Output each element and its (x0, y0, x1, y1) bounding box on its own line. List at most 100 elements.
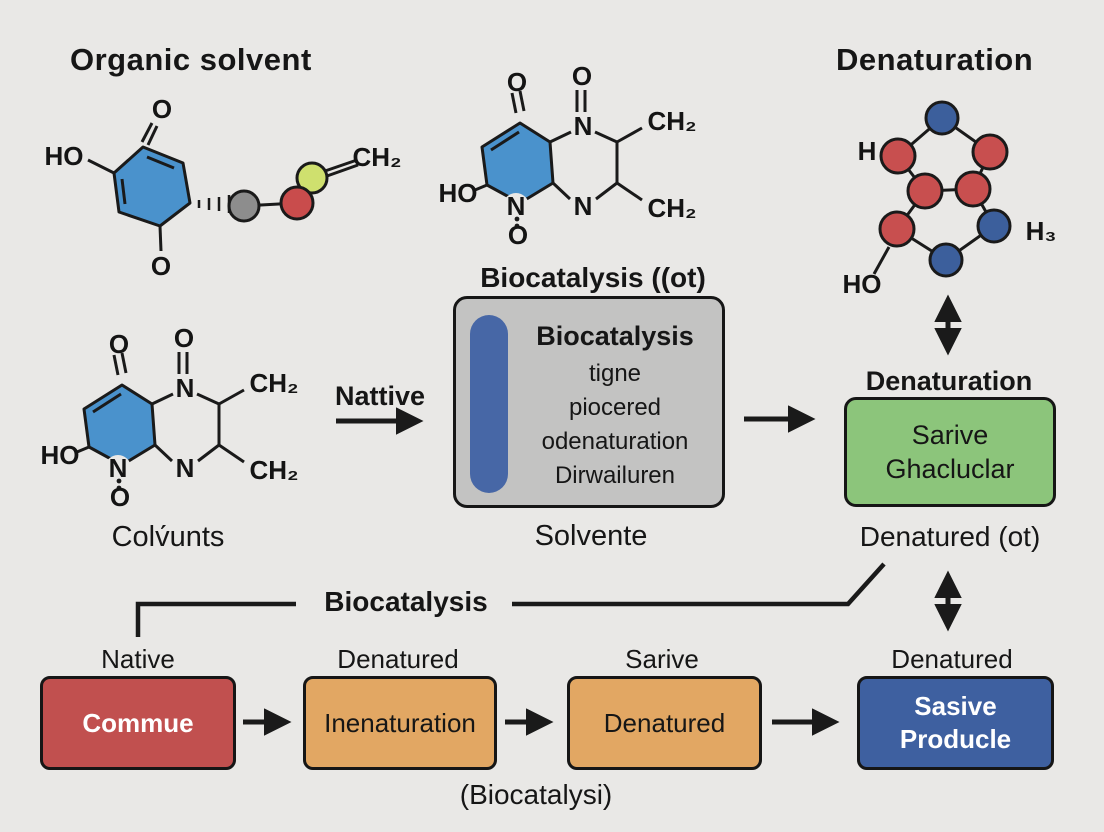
atom-label-ch2: CH₂ (249, 455, 298, 485)
caption-biocatalysis-ot: Biocatalysis ((ot) (480, 262, 706, 293)
red-sphere (954, 170, 992, 208)
atom-label-ho: HO (843, 269, 882, 299)
double-bond (510, 92, 518, 114)
caption-solvente: Solvente (534, 520, 648, 552)
green-box-line: Ghacluclar (885, 454, 1015, 484)
atom-label-ch2: CH₂ (249, 368, 298, 398)
solvent-box-line: piocered (568, 394, 662, 421)
atom-label-ho: HO (439, 178, 478, 208)
double-bond (326, 163, 359, 178)
solvent-box: Biocatalysis tigne piocered odenaturatio… (453, 296, 725, 508)
bond (218, 388, 245, 406)
atom-label-n: N (176, 453, 195, 483)
label-halo (105, 455, 131, 481)
atom-label-o: O (508, 220, 528, 250)
molecule-bicyclic-top: O O N CH₂ CH₂ N N O HO (439, 61, 697, 250)
connector-right-diagonal (512, 562, 886, 607)
double-bond (324, 158, 358, 173)
molecule-organic-solvent: O HO O CH₂ (45, 94, 402, 281)
double-bond-inner (120, 178, 127, 205)
blue-sphere (928, 242, 964, 278)
flow-step-label: Sarive (625, 644, 699, 674)
bond (146, 125, 159, 146)
bond (153, 443, 174, 463)
connector-left-elbow (135, 601, 296, 637)
flow-step-label: Native (101, 644, 175, 674)
solvent-box-line: odenaturation (541, 428, 689, 455)
bond (549, 130, 572, 144)
double-bond-inner (92, 392, 122, 414)
label-biocatalysis-connector: Biocatalysis (324, 586, 488, 617)
flow-step-label: Denatured (337, 644, 459, 674)
box-text-line: Sasive (914, 691, 997, 721)
box-text-line: Producle (899, 724, 1012, 754)
bond (595, 181, 618, 201)
atom-label-ch2: CH₂ (647, 193, 696, 223)
double-bond (112, 354, 120, 376)
bond (474, 183, 488, 192)
atom-label-o: O (110, 482, 130, 512)
atom-label-o: O (109, 329, 129, 359)
molecule-bicyclic-left: O O N CH₂ CH₂ N N O HO (41, 323, 299, 512)
atom-label-h3: H₃ (1026, 216, 1057, 246)
double-bond-inner (146, 155, 175, 170)
lone-pair-dot (514, 216, 520, 222)
atom-label-n: N (507, 191, 526, 221)
solvent-box-title: Biocatalysis (536, 321, 694, 351)
caption-biocatalysi: (Biocatalysi) (459, 779, 613, 810)
atom-label-ho: HO (41, 440, 80, 470)
box-text: Inenaturation (324, 707, 476, 738)
red-sphere (878, 210, 916, 248)
atom-label-o: O (572, 61, 592, 91)
bond (551, 181, 572, 201)
caption-colvunts: Colv́unts (111, 521, 225, 553)
bond (197, 443, 220, 463)
bond (151, 392, 174, 406)
blue-sphere (976, 208, 1012, 244)
double-bond (120, 352, 128, 374)
red-sphere (879, 137, 917, 175)
box-text: Denatured (603, 707, 726, 738)
bond (616, 181, 643, 202)
atom-label-o: O (152, 94, 172, 124)
box-text: Commue (82, 707, 194, 738)
double-bond (518, 90, 526, 112)
title-denaturation: Denaturation (836, 42, 1034, 77)
atom-label-o: O (151, 251, 171, 281)
atom-label-o: O (174, 323, 194, 353)
label-denatured-ot: Denatured (ot) (859, 521, 1041, 552)
gray-sphere (227, 189, 261, 223)
solvent-box-text: Biocatalysis tigne piocered odenaturatio… (514, 321, 716, 493)
nattive-label: Nattive (334, 381, 426, 411)
bond (218, 443, 245, 464)
red-sphere (971, 133, 1009, 171)
bond (76, 445, 90, 454)
atom-label-o: O (507, 67, 527, 97)
flow-step-label: Denatured (891, 644, 1013, 674)
red-sphere (906, 172, 944, 210)
atom-label-ho: HO (45, 141, 84, 171)
double-bond-inner (490, 130, 520, 152)
box-denatured: Denatured (567, 676, 762, 770)
green-box-line: Sarive (911, 420, 989, 450)
lone-pair-dot (116, 485, 122, 491)
molecule-denatured-spheres: H H₃ HO (843, 100, 1057, 299)
atom-label-n: N (574, 191, 593, 221)
atom-label-ch2: CH₂ (647, 106, 696, 136)
blue-sphere (924, 100, 960, 136)
enzyme-pill (470, 315, 508, 493)
atom-label-ch2: CH₂ (352, 142, 401, 172)
lone-pair-dot (116, 478, 122, 484)
solvent-box-line: Dirwailuren (554, 462, 676, 489)
box-commue: Commue (40, 676, 236, 770)
label-denaturation-mid: Denaturation (865, 366, 1033, 396)
bond (87, 158, 115, 175)
box-sasive-producle: Sasive Producle (857, 676, 1054, 770)
yellow-green-sphere (295, 161, 329, 195)
label-halo (503, 193, 529, 219)
solvent-box-line: tigne (588, 360, 642, 387)
title-organic-solvent: Organic solvent (70, 42, 312, 77)
box-inenaturation: Inenaturation (303, 676, 497, 770)
bond (872, 246, 891, 275)
